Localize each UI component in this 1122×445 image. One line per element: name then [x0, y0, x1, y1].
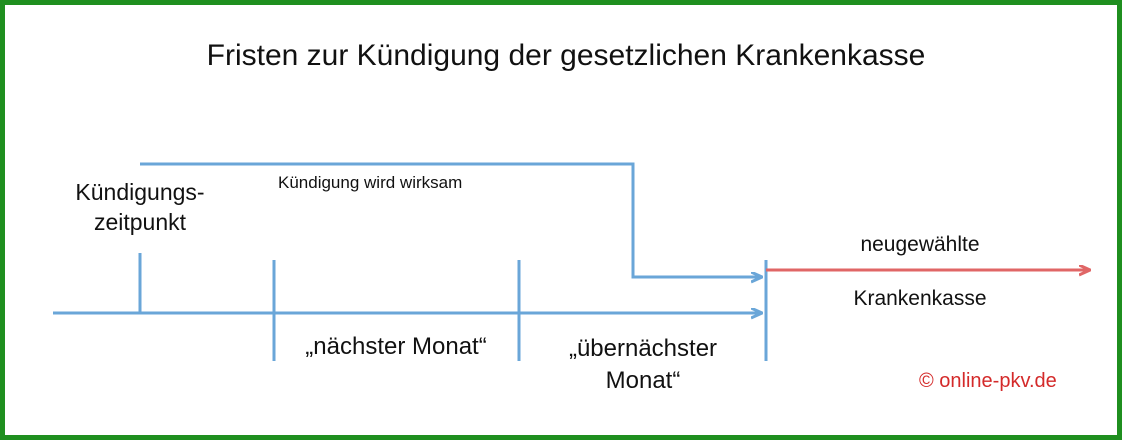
timeline-diagram — [53, 162, 1122, 361]
new-insurer-label-top: neugewählte — [860, 233, 980, 256]
diagram-title: Fristen zur Kündigung der gesetzlichen K… — [206, 39, 926, 72]
month-after-next-label: „übernächster Monat“ — [568, 335, 718, 394]
termination-date-label: Kündigungs- zeitpunkt — [75, 179, 205, 235]
effective-bracket-arrow — [140, 162, 761, 277]
new-insurer-label-bottom: Krankenkasse — [853, 287, 987, 310]
next-month-label: „nächster Monat“ — [305, 333, 487, 360]
termination-effective-label: Kündigung wird wirksam — [278, 173, 463, 192]
copyright-notice: © online-pkv.de — [919, 370, 1057, 392]
